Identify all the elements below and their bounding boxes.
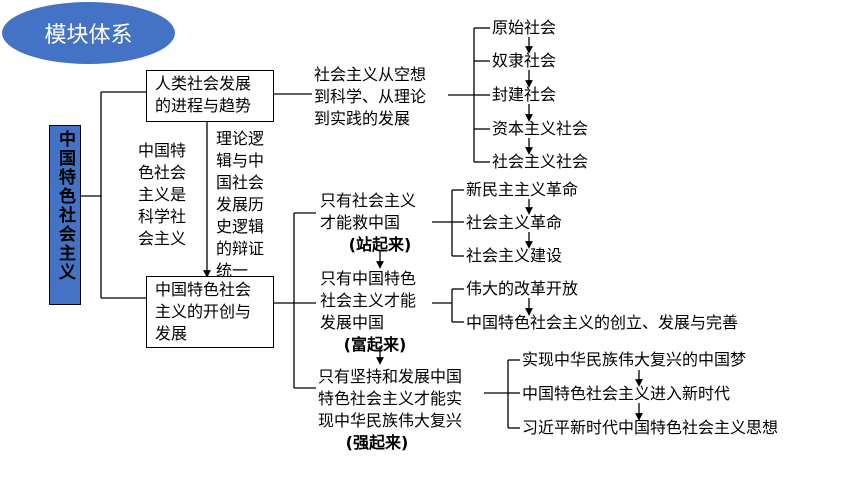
note-line: 辑与中 [216,151,265,170]
branch-line: 社会主义从空想 [314,65,427,84]
node-line: 的进程与趋势 [155,96,252,115]
item-new-democratic-revolution: 新民主主义革命 [466,180,579,199]
node-history-trend: 人类社会发展 的进程与趋势 [146,70,274,122]
utopian-to-scientific: 社会主义从空想 到科学、从理论 到实践的发展 [314,64,426,130]
branch-line: 才能救中国 [320,213,401,232]
logic-unity-note: 理论逻 辑与中 国社会 发展历 史逻辑 的辩证 统一 [216,128,264,282]
note-line: 理论逻 [216,129,265,148]
branch-tag: (富起来) [343,335,407,354]
note-line: 科学社 [138,207,187,226]
node-founding-development: 中国特色社会 主义的开创与 发展 [146,276,274,348]
branch-tag: (站起来) [348,235,412,254]
root-label: 中国特色社会主义 [55,130,75,282]
branch-line: 发展中国 [320,313,385,332]
branch-stand-up: 只有社会主义 才能救中国 (站起来) [320,190,440,256]
stage-capitalist: 资本主义社会 [492,119,589,138]
note-line: 色社会 [138,163,187,182]
branch-line: 到实践的发展 [314,109,411,128]
stage-slave: 奴隶社会 [492,51,557,70]
node-line: 人类社会发展 [155,74,252,93]
node-line: 中国特色社会 [155,280,252,299]
item-chinese-dream: 实现中华民族伟大复兴的中国梦 [522,350,747,369]
stage-feudal: 封建社会 [492,85,557,104]
branch-line: 现中华民族伟大复兴 [318,411,463,430]
node-line: 主义的开创与 [155,302,252,321]
note-line: 主义是 [138,185,187,204]
note-line: 发展历 [216,195,265,214]
module-badge: 模块体系 [2,2,175,64]
item-socialist-construction: 社会主义建设 [466,246,563,265]
scientific-socialism-note: 中国特 色社会 主义是 科学社 会主义 [138,140,186,250]
node-line: 发展 [155,324,188,343]
item-socialist-revolution: 社会主义革命 [466,213,563,232]
item-new-era: 中国特色社会主义进入新时代 [522,384,731,403]
item-xi-thought: 习近平新时代中国特色社会主义思想 [522,418,779,437]
root-node: 中国特色社会主义 [49,125,81,305]
branch-line: 到科学、从理论 [314,87,427,106]
stage-primitive: 原始社会 [492,18,557,37]
branch-grow-strong: 只有坚持和发展中国 特色社会主义才能实 现中华民族伟大复兴 (强起来) [318,366,462,454]
stage-socialist: 社会主义社会 [492,152,589,171]
note-line: 会主义 [138,229,187,248]
note-line: 的辩证 [216,239,265,258]
item-reform-opening: 伟大的改革开放 [466,279,579,298]
note-line: 统一 [216,261,249,280]
branch-line: 只有社会主义 [320,191,417,210]
branch-get-rich: 只有中国特色 社会主义才能 发展中国 (富起来) [320,268,430,356]
branch-line: 社会主义才能 [320,291,417,310]
note-line: 国社会 [216,173,265,192]
branch-line: 特色社会主义才能实 [318,389,463,408]
note-line: 史逻辑 [216,217,265,236]
branch-line: 只有坚持和发展中国 [318,367,463,386]
branch-line: 只有中国特色 [320,269,417,288]
item-founding-improvement: 中国特色社会主义的创立、发展与完善 [466,313,739,332]
branch-tag: (强起来) [345,433,409,452]
note-line: 中国特 [138,141,187,160]
